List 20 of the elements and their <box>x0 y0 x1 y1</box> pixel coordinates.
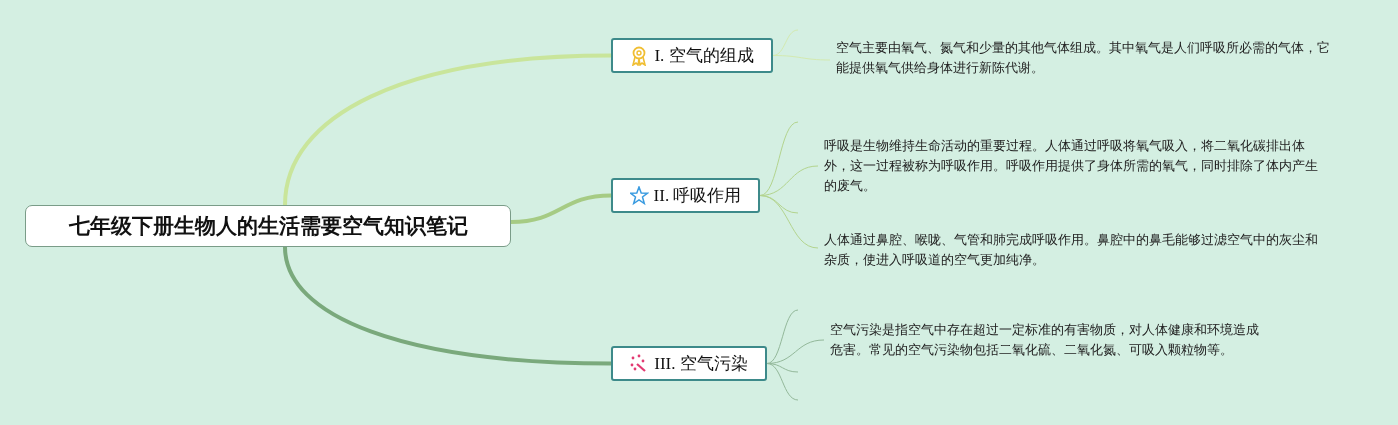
note-text: 空气污染是指空气中存在超过一定标准的有害物质，对人体健康和环境造成危害。常见的空气污染物包括二氧化硫、二氧化氮、可吸入颗粒物等。 <box>824 320 1264 364</box>
topic-label: II. 呼吸作用 <box>653 185 742 207</box>
topic-box <box>611 38 773 73</box>
topic-box <box>611 178 760 213</box>
branch-line <box>772 29 799 56</box>
branch-line <box>510 193 612 224</box>
branch-line <box>759 121 799 196</box>
branch-line <box>766 309 799 364</box>
note-text: 呼吸是生物维持生命活动的重要过程。人体通过呼吸将氧气吸入，将二氧化碳排出体外，这一过程被称为呼吸作用。呼吸作用提供了身体所需的氧气，同时排除了体内产生的废气。 <box>818 136 1323 196</box>
branch-line <box>759 195 819 249</box>
branch-line <box>283 246 612 366</box>
branch-line <box>766 363 799 401</box>
topic-label: I. 空气的组成 <box>654 45 754 67</box>
note-text: 人体通过鼻腔、喉咙、气管和肺完成呼吸作用。鼻腔中的鼻毛能够过滤空气中的灰尘和杂质，使进入呼吸道的空气更加纯净。 <box>818 230 1323 270</box>
central-topic: 七年级下册生物人的生活需要空气知识笔记 <box>25 205 511 247</box>
note-text: 空气主要由氧气、氮气和少量的其他气体组成。其中氧气是人们呼吸所必需的气体，它能提供氧气供给身体进行新陈代谢。 <box>830 38 1335 82</box>
branch-line <box>283 53 612 206</box>
topic-box <box>611 346 767 381</box>
topic-label: III. 空气污染 <box>654 353 748 375</box>
branch-line <box>772 55 831 61</box>
